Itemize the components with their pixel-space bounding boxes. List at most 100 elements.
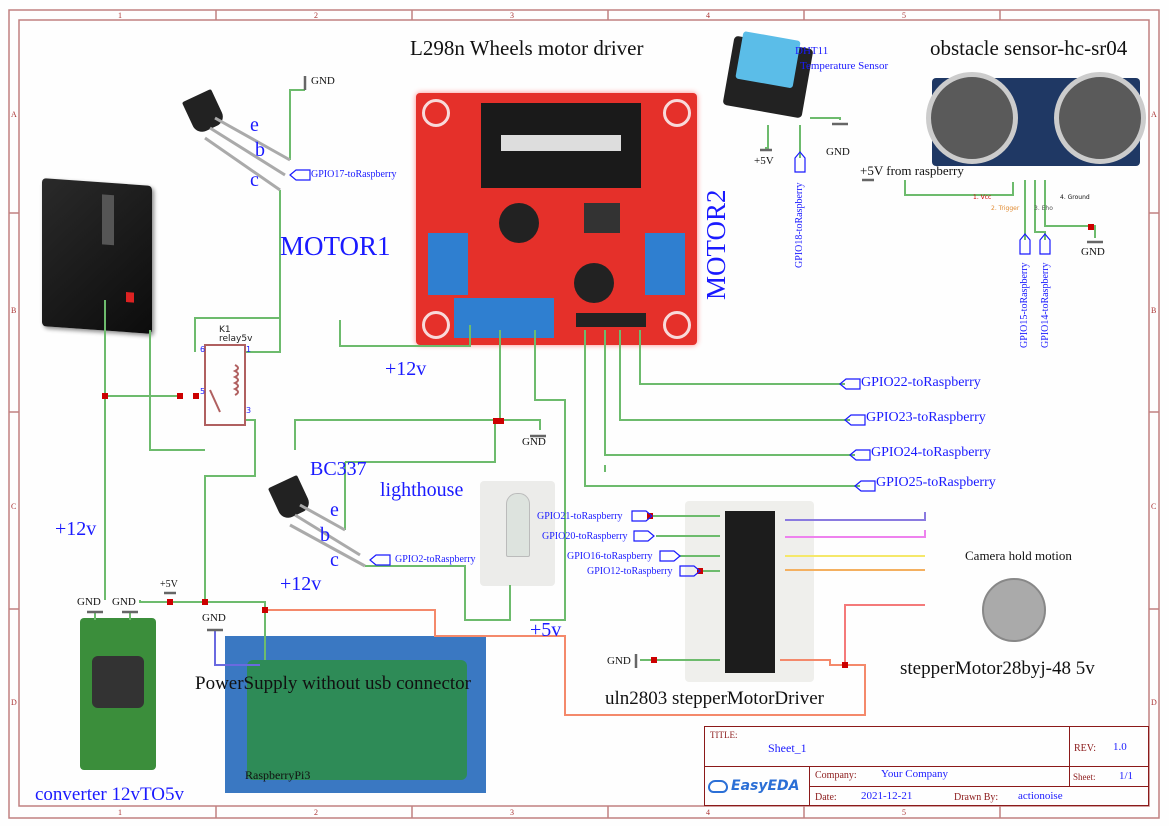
col-label: 4 [706, 11, 710, 20]
dc-dc-converter[interactable] [80, 618, 156, 770]
row-label: C [1151, 502, 1157, 511]
row-label: B [1151, 306, 1157, 315]
col-label: 3 [510, 808, 514, 817]
tb-rev-value: 1.0 [1113, 741, 1127, 753]
col-label: 2 [314, 11, 318, 20]
relay-pin: 3 [246, 406, 252, 415]
easyeda-logo-text: EasyEDA [731, 778, 800, 794]
tb-drawn-value: actionoise [1018, 790, 1063, 802]
net-port-gpio12[interactable]: GPIO12-toRaspberry [587, 566, 673, 577]
gnd-label: GND [112, 596, 136, 608]
net-port-gpio14[interactable]: GPIO14-toRaspberry [1040, 262, 1051, 348]
hc-pin-gnd: 4. Ground [1060, 194, 1090, 201]
gnd-label: GND [826, 146, 850, 158]
net-port-gpio18[interactable]: GPIO18-toRaspberry [794, 182, 805, 268]
transistor-pin-c: c [250, 169, 259, 191]
plus5v-from-rpi: +5V from raspberry [860, 163, 964, 178]
tb-title-label: TITLE: [710, 730, 738, 740]
net-port-gpio16[interactable]: GPIO16-toRaspberry [567, 551, 653, 562]
transistor-pin-b: b [320, 524, 330, 546]
tb-title-cell [704, 726, 1070, 767]
power-supply-label: PowerSupply without usb connector [195, 673, 472, 694]
hc-sr04-sensor[interactable] [926, 72, 1146, 166]
l298n-board[interactable] [416, 93, 697, 345]
tb-company-label: Company: [815, 770, 857, 781]
tb-sheet-label: Sheet: [1073, 772, 1096, 782]
tb-company-value: Your Company [881, 768, 949, 780]
plus5v-converter: +5V [160, 579, 178, 590]
gnd-label: GND [311, 75, 335, 87]
row-label: A [11, 110, 17, 119]
obstacle-sensor-title: obstacle sensor-hc-sr04 [930, 36, 1128, 60]
raspberry-pi-3[interactable] [225, 636, 486, 793]
transistor-pin-c: c [330, 549, 339, 571]
row-label: C [11, 502, 17, 511]
plus12v-label: +12v [385, 358, 427, 380]
tb-title-value: Sheet_1 [768, 741, 807, 755]
bc337-label: BC337 [310, 458, 367, 480]
plus12v-label: +12v [55, 518, 97, 540]
hc-pin-echo: 3. Eho [1034, 205, 1053, 212]
tb-sheet-value: 1/1 [1119, 770, 1134, 782]
hc-pin-vcc: 1. Vcc [973, 194, 992, 201]
net-port-gpio17[interactable]: GPIO17-toRaspberry [311, 169, 397, 180]
relay-ref: K1 [219, 325, 231, 335]
tb-date-label: Date: [815, 792, 837, 803]
tb-date-cell [809, 786, 1149, 806]
title-block: TITLE: Sheet_1 REV: 1.0 Company: Your Co… [704, 726, 1149, 806]
col-label: 4 [706, 808, 710, 817]
uln2803-label: uln2803 stepperMotorDriver [605, 688, 824, 709]
relay-pin: 6 [200, 345, 206, 354]
col-label: 2 [314, 808, 318, 817]
net-port-gpio24[interactable]: GPIO24-toRaspberry [871, 445, 991, 460]
col-label: 5 [902, 11, 906, 20]
net-port-gpio20[interactable]: GPIO20-toRaspberry [542, 531, 628, 542]
motor1-label: MOTOR1 [280, 231, 391, 261]
motor2-label: MOTOR2 [701, 189, 731, 300]
gnd-label: GND [522, 436, 546, 448]
relay-pin: 5 [200, 387, 206, 396]
dht11-desc: Temperature Sensor [800, 60, 889, 72]
relay-pin: 1 [246, 345, 252, 354]
dht11-label: DHT11 [795, 45, 829, 57]
row-label: A [1151, 110, 1157, 119]
uln2803-chip[interactable] [685, 501, 814, 682]
tb-rev-label: REV: [1074, 743, 1097, 754]
net-port-gpio23[interactable]: GPIO23-toRaspberry [866, 410, 986, 425]
led-lighthouse[interactable] [480, 481, 555, 586]
transistor-pin-b: b [255, 139, 265, 161]
camera-hold-label: Camera hold motion [965, 548, 1072, 563]
transistor-pin-e: e [250, 114, 259, 136]
cloud-icon [708, 779, 728, 793]
plus5v-dht: +5V [754, 155, 774, 167]
lighthouse-label: lighthouse [380, 479, 464, 501]
easyeda-logo: EasyEDA [708, 778, 800, 794]
stepper-motor[interactable] [982, 578, 1046, 642]
hc-pin-trig: 2. Trigger [991, 205, 1020, 212]
row-label: B [11, 306, 17, 315]
net-port-gpio15[interactable]: GPIO15-toRaspberry [1019, 262, 1030, 348]
tb-date-value: 2021-12-21 [861, 790, 913, 802]
gnd-label: GND [202, 612, 226, 624]
transistor-pin-e: e [330, 499, 339, 521]
rpi-label: RaspberryPi3 [245, 768, 311, 782]
plus12v-label: +12v [280, 573, 322, 595]
row-label: D [1151, 698, 1157, 707]
net-port-gpio25[interactable]: GPIO25-toRaspberry [876, 475, 996, 490]
gnd-label: GND [1081, 246, 1105, 258]
row-label: D [11, 698, 17, 707]
net-port-gpio22[interactable]: GPIO22-toRaspberry [861, 375, 981, 390]
col-label: 3 [510, 11, 514, 20]
col-label: 1 [118, 11, 122, 20]
gnd-label: GND [607, 655, 631, 667]
col-label: 1 [118, 808, 122, 817]
gnd-label: GND [77, 596, 101, 608]
stepper-label: stepperMotor28byj-48 5v [900, 658, 1095, 679]
net-port-gpio2[interactable]: GPIO2-toRaspberry [395, 554, 476, 565]
tb-drawn-label: Drawn By: [954, 792, 999, 803]
converter-label: converter 12vTO5v [35, 784, 184, 805]
relay-value: relay5v [219, 334, 253, 344]
net-port-gpio21[interactable]: GPIO21-toRaspberry [537, 511, 623, 522]
